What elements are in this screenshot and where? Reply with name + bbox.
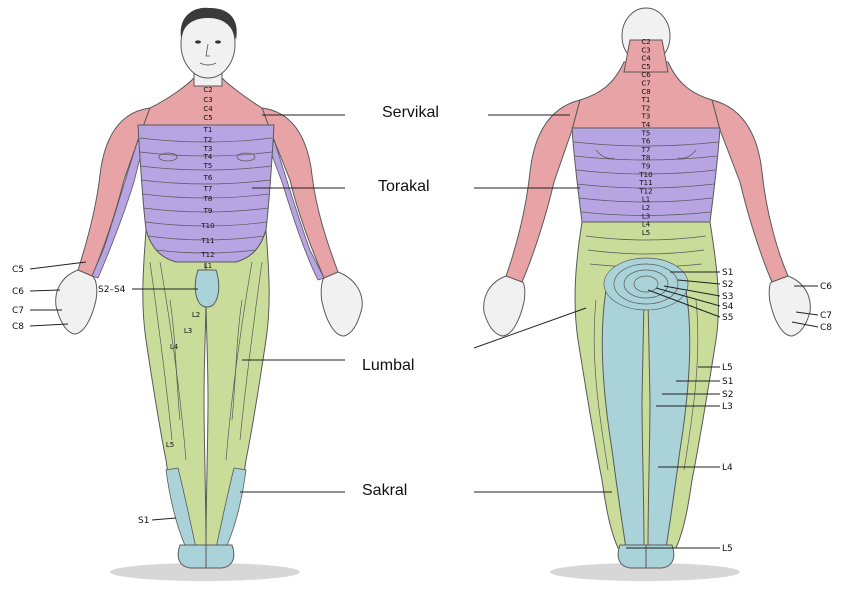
front-label-s1: S1 xyxy=(138,516,149,526)
back-spine-c6: C6 xyxy=(641,71,651,79)
back-left-arm xyxy=(506,100,580,282)
front-label-l5: L5 xyxy=(166,441,174,449)
front-spine-t6: T6 xyxy=(203,174,213,182)
back-spine-t5: T5 xyxy=(641,129,651,137)
back-right-arm xyxy=(712,100,788,282)
back-label-s2: S2 xyxy=(722,280,733,290)
back-label-s1: S1 xyxy=(722,268,733,278)
back-label-s5: S5 xyxy=(722,313,733,323)
back-spine-l5: L5 xyxy=(642,229,650,237)
front-label-c7: C7 xyxy=(12,306,24,316)
front-label-c6: C6 xyxy=(12,287,24,297)
back-label-l5a: L5 xyxy=(722,363,733,373)
back-label-s1b: S1 xyxy=(722,377,733,387)
back-label-s2b: S2 xyxy=(722,390,733,400)
front-spine-t11: T11 xyxy=(200,237,214,245)
back-label-c8: C8 xyxy=(820,323,832,333)
back-spine-t3: T3 xyxy=(641,113,651,121)
back-label-l4: L4 xyxy=(722,463,733,473)
back-label-s4: S4 xyxy=(722,302,734,312)
front-label-s2s4: S2–S4 xyxy=(98,285,126,295)
front-label-l3: L3 xyxy=(184,327,192,335)
front-label-c5: C5 xyxy=(12,265,24,275)
back-spine-l4: L4 xyxy=(642,221,651,229)
back-spine-c7: C7 xyxy=(641,80,650,88)
back-spine-t6: T6 xyxy=(641,138,651,146)
front-spine-t2: T2 xyxy=(203,136,213,144)
back-spine-c8: C8 xyxy=(641,88,650,96)
region-label-torakal: Torakal xyxy=(378,178,430,196)
back-spine-t1: T1 xyxy=(641,96,651,104)
back-label-l3: L3 xyxy=(722,402,733,412)
front-leader-c6 xyxy=(30,290,60,291)
front-spine-t3: T3 xyxy=(203,145,213,153)
back-label-c7: C7 xyxy=(820,311,832,321)
back-left-hand xyxy=(484,276,525,336)
front-leader-s1 xyxy=(152,518,176,520)
front-spine-t1: T1 xyxy=(203,126,213,134)
back-spine-t4: T4 xyxy=(641,121,651,129)
front-right-hand xyxy=(321,272,362,336)
back-spine-t8: T8 xyxy=(641,154,651,162)
back-spine-c5: C5 xyxy=(641,63,650,71)
back-label-c6: C6 xyxy=(820,282,832,292)
front-left-eye xyxy=(195,40,201,43)
back-spine-t11: T11 xyxy=(638,179,652,187)
back-spine-c2: C2 xyxy=(641,38,650,46)
front-label-l4: L4 xyxy=(170,343,179,351)
front-leader-c5 xyxy=(30,262,86,269)
front-spine-t4: T4 xyxy=(203,153,213,161)
front-right-eye xyxy=(215,40,221,43)
front-label-c8: C8 xyxy=(12,322,24,332)
front-genital xyxy=(195,270,219,307)
front-spine-c5: C5 xyxy=(203,114,212,122)
front-spine-t10: T10 xyxy=(200,222,214,230)
back-figure: C2C3C4C5C6C7C8T1T2T3T4T5T6T7T8T9T10T11T1… xyxy=(484,8,833,581)
back-spine-t7: T7 xyxy=(641,146,651,154)
back-right-hand xyxy=(769,276,810,336)
back-sacral-rings xyxy=(604,258,688,310)
front-label-l2: L2 xyxy=(192,311,200,319)
front-left-foot xyxy=(178,545,206,568)
back-spine-l2: L2 xyxy=(642,204,650,212)
back-spine-t10: T10 xyxy=(638,171,652,179)
region-label-sakral: Sakral xyxy=(362,482,407,500)
front-right-foot xyxy=(206,545,234,568)
region-label-servikal: Servikal xyxy=(382,104,439,122)
region-label-lumbal: Lumbal xyxy=(362,357,414,375)
front-spine-t8: T8 xyxy=(203,195,213,203)
front-spine-t9: T9 xyxy=(203,207,213,215)
front-spine-c2: C2 xyxy=(203,86,212,94)
back-label-l5b: L5 xyxy=(722,544,733,554)
front-spine-l1: L1 xyxy=(204,262,212,270)
front-spine-c4: C4 xyxy=(203,105,213,113)
back-spine-l3: L3 xyxy=(642,212,650,220)
back-spine-t9: T9 xyxy=(641,163,651,171)
front-leader-c8 xyxy=(30,324,68,326)
back-label-s3: S3 xyxy=(722,292,733,302)
front-spine-c3: C3 xyxy=(203,96,212,104)
back-spine-l1: L1 xyxy=(642,196,650,204)
back-spine-c4: C4 xyxy=(641,55,651,63)
front-spine-t12: T12 xyxy=(200,251,214,259)
back-spine-c3: C3 xyxy=(641,46,650,54)
back-spine-t2: T2 xyxy=(641,104,651,112)
front-spine-t5: T5 xyxy=(203,162,213,170)
back-spine-t12: T12 xyxy=(638,187,652,195)
front-spine-t7: T7 xyxy=(203,185,213,193)
